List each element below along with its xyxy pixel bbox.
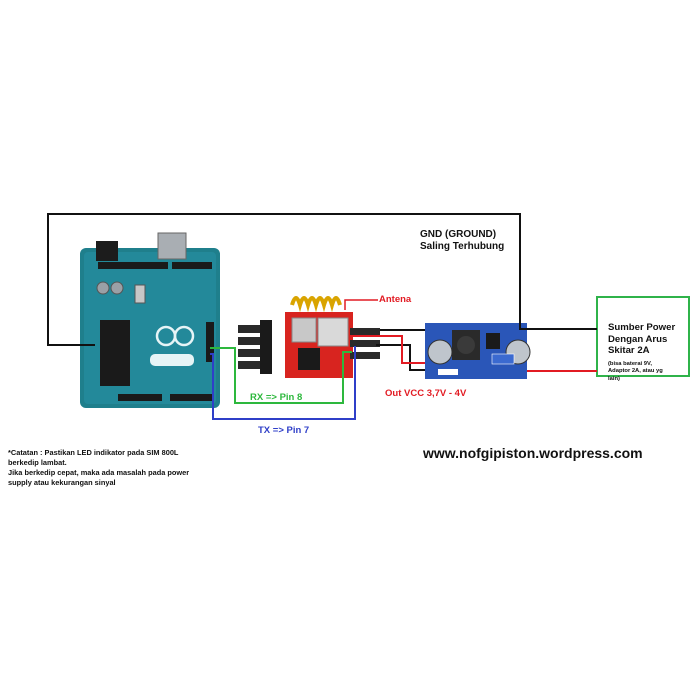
sim800l-gsm-module (238, 296, 380, 378)
note-line: *Catatan : Pastikan LED indikator pada S… (8, 448, 179, 457)
note-line: Jika berkedip cepat, maka ada masalah pa… (8, 468, 190, 477)
out-vcc-label: Out VCC 3,7V - 4V (385, 388, 467, 399)
note-line: berkedip lambat. (8, 458, 67, 467)
rx-wire (210, 347, 352, 404)
tx-label: TX => Pin 7 (258, 425, 310, 436)
arduino-uno-board (80, 232, 220, 408)
rx-label: RX => Pin 8 (250, 392, 303, 403)
power-box-text: Sumber Power Dengan Arus Skitar 2A (bisa… (608, 322, 692, 383)
power-box-sub-line: lain) (608, 375, 620, 382)
pin-header (238, 320, 272, 374)
website-label: www.nofgipiston.wordpress.com (423, 445, 643, 461)
vcc-wire (350, 335, 425, 364)
gnd-wire (47, 213, 597, 346)
antenna-coil (290, 296, 342, 313)
note-text: *Catatan : Pastikan LED indikator pada S… (8, 448, 238, 488)
power-box-sub-line: (bisa baterai 9V, (608, 360, 652, 367)
tx-wire (210, 346, 356, 420)
power-source-box (596, 296, 690, 377)
power-box-sub-line: Adaptor 2A, atau yg (608, 368, 663, 374)
gnd-title-label: GND (GROUND) (420, 229, 497, 240)
power-box-title-line: Skitar 2A (608, 345, 650, 356)
power-box-title-line: Sumber Power (608, 322, 676, 333)
power-box-subtitle: (bisa baterai 9V, Adaptor 2A, atau yg la… (608, 361, 692, 384)
power-box-title-line: Dengan Arus (608, 333, 668, 345)
gnd-wire-module-2 (376, 344, 425, 371)
note-line: supply atau kekurangan sinyal (8, 478, 116, 487)
power-box-title: Sumber Power Dengan Arus Skitar 2A (608, 322, 692, 357)
gnd-sub-label: Saling Terhubung (420, 241, 505, 252)
antena-label: Antena (379, 294, 412, 305)
dc-dc-buck-converter (425, 323, 531, 379)
antena-pointer (344, 299, 378, 310)
